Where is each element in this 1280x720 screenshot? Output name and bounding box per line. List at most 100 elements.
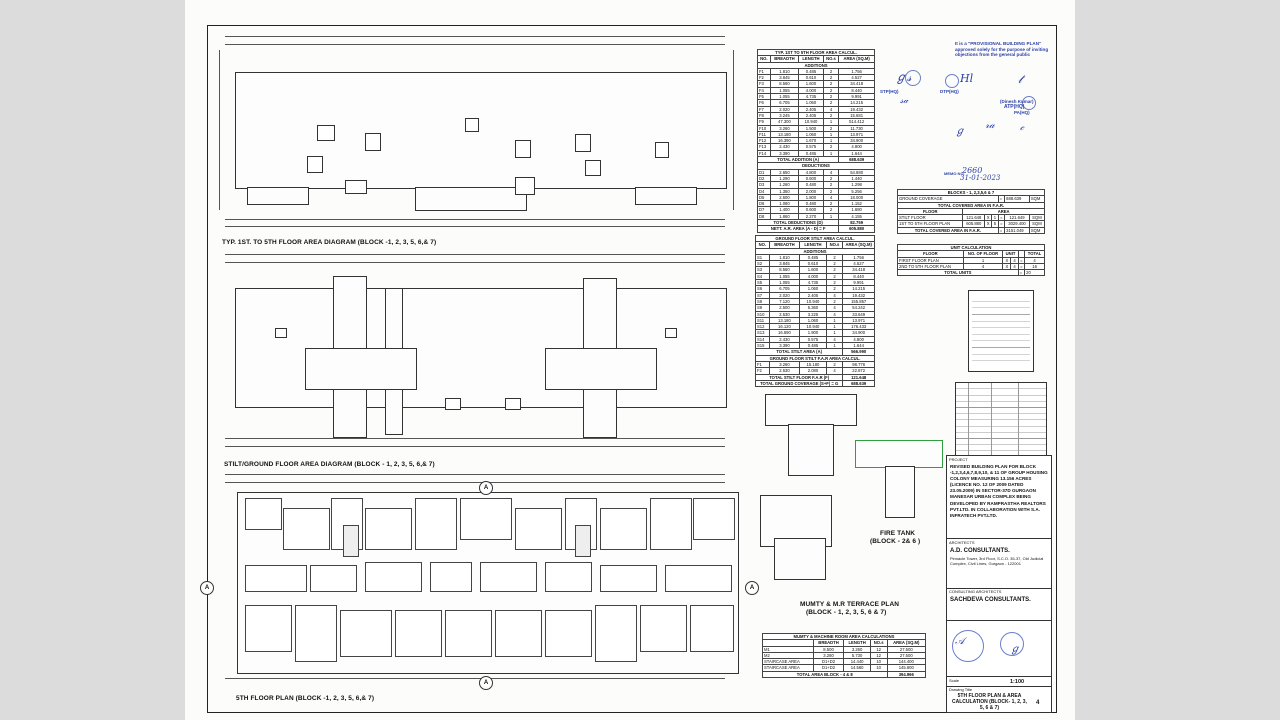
drawing-title: 5TH FLOOR PLAN & AREA CALCULATION (BLOCK… (952, 693, 1027, 711)
typ-addition-cell: 2.405 (798, 111, 824, 120)
notice-line-2: approved solely for the purpose of invit… (955, 46, 1049, 52)
stilt-cell: 1.644 (842, 342, 875, 350)
fire-tank-plan (855, 440, 945, 530)
stilt-cell: 1.060 (799, 285, 827, 293)
typ-deduction-cell: 1.440 (838, 174, 875, 183)
stilt-cell: 34.418 (842, 266, 875, 274)
unit-header-no-floor: NO. OF FLOOR (962, 250, 1004, 258)
typ-deduction-cell: 0.600 (798, 206, 824, 214)
consultant-name: SACHDEVA CONSULTANTS. (950, 597, 1031, 603)
signature-3: 𝓉 (1018, 72, 1023, 86)
scale-value: 1:100 (1010, 679, 1025, 685)
typ-addition-cell: 1.644 (838, 149, 875, 158)
stilt-area-table: GROUND FLOOR STILT AREA CALCUL. NO. BREA… (754, 234, 875, 388)
architect-signature: 𝒜 (955, 636, 965, 647)
fire-tank-title: FIRE TANK (880, 530, 916, 537)
notice-line-3: objections from the general public (955, 52, 1031, 58)
stilt-total-cov-value: 688.639 (842, 379, 875, 388)
typ-addition-cell: 0.485 (798, 149, 824, 158)
notice-line-1: It is a "PROVISIONAL BUILDING PLAN" (955, 41, 1042, 46)
stilt-additions-label: ADDITIONS (755, 247, 875, 255)
mumty-header-length: LENGTH (843, 639, 871, 647)
typ-deductions-label: DEDUCTIONS (757, 162, 875, 170)
typ-deduction-cell: 2.000 (798, 187, 824, 195)
typ-addition-cell: 1.756 (838, 67, 875, 76)
stilt-cell: 0.610 (799, 260, 827, 268)
dtp-label: DTP(HQ) (940, 89, 959, 94)
blocks-cell: 3029.400 (1004, 220, 1030, 228)
typ-deduction-cell: 54.880 (838, 168, 875, 176)
mumty-cell: 5.730 (843, 651, 871, 660)
blocks-cell: 5 (991, 220, 999, 228)
unit-header-total: TOTAL (1024, 250, 1045, 258)
typ-addition-cell: 2.020 (769, 105, 800, 113)
legend-box (968, 290, 1034, 372)
drawing-title-label: Drawing Title (949, 687, 973, 692)
stilt-cell: 9.991 (842, 279, 875, 287)
stilt-cell: 4.800 (842, 335, 875, 344)
stilt-cell: 10.940 (799, 297, 827, 306)
typ-floor-diagram (215, 30, 745, 235)
typ-deduction-cell: 2.270 (798, 212, 824, 221)
stilt-cell: 1.900 (799, 329, 827, 337)
mumty-title: MUMTY & M.R TERRACE PLAN (800, 601, 900, 608)
typ-addition-cell: 4.000 (798, 86, 824, 95)
typ-addition-cell: 13.180 (769, 130, 800, 139)
typ-total-addition-value: 688.639 (838, 156, 875, 164)
typ-deduction-cell: 1.400 (769, 206, 800, 214)
typ-addition-cell: 3.390 (769, 149, 800, 158)
typ-addition-cell: 1.060 (798, 130, 824, 139)
typ-deduction-cell: 1.860 (769, 212, 800, 221)
typ-total-deduction-value: 82.759 (838, 218, 875, 227)
typ-addition-cell: 6.705 (769, 99, 800, 107)
typ-addition-cell: 10.940 (798, 118, 824, 126)
scale-label: Scale (949, 678, 960, 683)
typ-addition-cell: 0.485 (798, 67, 824, 76)
typ-deduction-cell: 1.260 (769, 181, 800, 189)
unit-total-label: TOTAL UNITS (897, 269, 1019, 277)
blocks-header-floor: FLOOR (896, 207, 964, 216)
unit-cell: 4 (962, 262, 1004, 271)
memo-date: 31-01-2023 (960, 174, 1001, 182)
approval-stamp-2 (945, 74, 959, 88)
drawing-border (207, 25, 1057, 713)
typ-addition-cell: 4.735 (798, 93, 824, 101)
stilt-total-cov-label: TOTAL GROUND COVERAGE (S+F) = G (754, 379, 844, 388)
typ-total-deduction-label: TOTAL DEDUCTIONS (D) (756, 218, 840, 227)
unit-table-title: UNIT CALCULATION (897, 243, 1045, 252)
architects-label: ARCHITECTS (949, 540, 975, 545)
stilt-floor-diagram-title: STILT/GROUND FLOOR AREA DIAGRAM (BLOCK -… (224, 461, 435, 468)
atp-label: ATP(HQ) (1004, 104, 1025, 110)
typ-addition-cell: 11.730 (838, 124, 875, 132)
typ-total-addition-label: TOTAL ADDITION (A) (756, 156, 840, 164)
consulting-label: CONSULTING ARCHITECTS (949, 589, 1002, 594)
section-marker-right: A (745, 581, 759, 595)
stilt-far-cell: 2.080 (799, 367, 827, 375)
typ-addition-cell: 2.405 (798, 105, 824, 113)
signature-4: 𝓈𝒶 (900, 96, 909, 106)
typ-additions-label: ADDITIONS (757, 61, 875, 69)
typ-addition-cell: 47.300 (769, 118, 800, 126)
stilt-cell: 4.527 (842, 260, 875, 268)
project-description: REVISED BUILDING PLAN FOR BLOCK -1,2,3,4… (950, 464, 1048, 518)
blocks-cell: 1ST TO 5TH FLOOR PLAN (896, 220, 964, 228)
stilt-cell: 33.649 (842, 310, 875, 318)
mumty-header-area: AREA (SQ.M) (886, 639, 927, 647)
stilt-total-value: 566.990 (842, 348, 875, 356)
typ-deduction-cell: 18.000 (838, 193, 875, 202)
stilt-floor-diagram (215, 248, 745, 458)
